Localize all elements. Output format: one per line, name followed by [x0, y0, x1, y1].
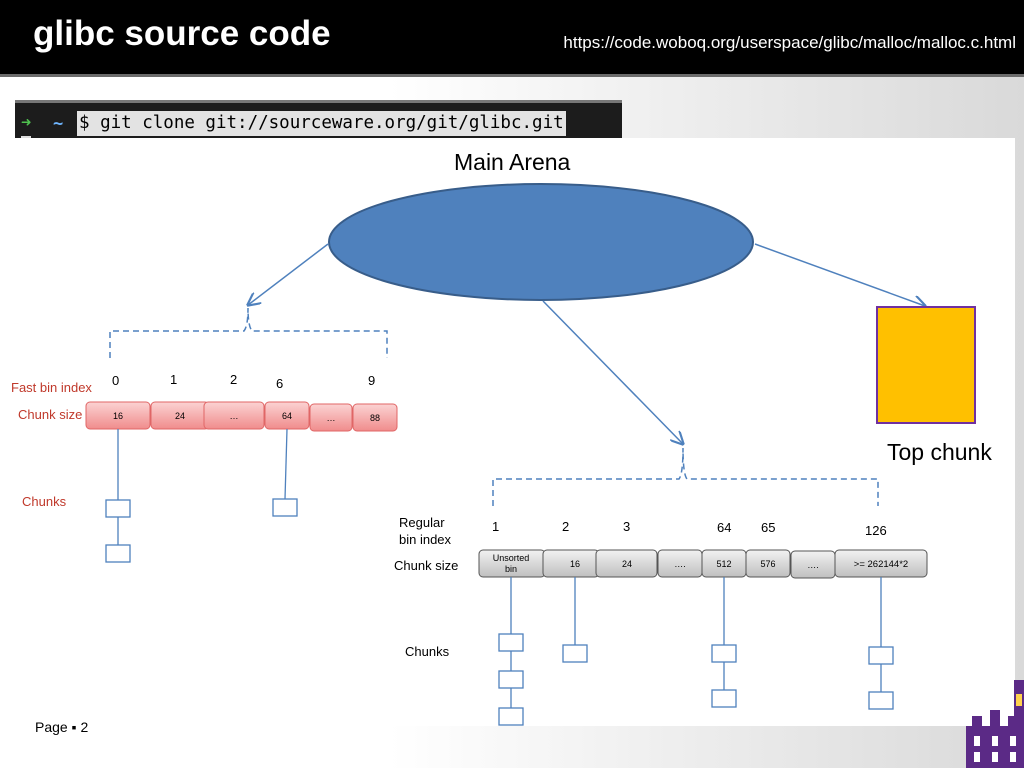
- title-bar: glibc source code https://code.woboq.org…: [0, 0, 1024, 77]
- svg-text:88: 88: [370, 413, 380, 423]
- regular-chunk-size-label: Chunk size: [394, 558, 458, 573]
- arrow-to-fast-bins: [248, 243, 329, 305]
- svg-text:16: 16: [113, 411, 123, 421]
- main-arena-diagram: Main Arena Top chunk Fast bin index Chun…: [8, 138, 1015, 726]
- regular-size-box: 16: [542, 549, 600, 578]
- git-clone-command: $ git clone git://sourceware.org/git/gli…: [77, 111, 566, 136]
- fast-size-box: …: [203, 401, 265, 430]
- regular-size-box: 512: [701, 549, 747, 578]
- fast-bin-index: 9: [368, 373, 375, 388]
- svg-text:….: ….: [674, 559, 686, 569]
- fast-bins-brace: [109, 307, 388, 358]
- main-arena-label: Main Arena: [454, 149, 571, 175]
- fast-chunks-label: Chunks: [22, 494, 67, 509]
- svg-text:…: …: [230, 411, 239, 421]
- regular-size-box: 24: [595, 549, 658, 578]
- terminal-snippet: ➜ ~ $ git clone git://sourceware.org/git…: [15, 100, 622, 141]
- fast-size-box: 88: [352, 403, 398, 432]
- svg-text:576: 576: [760, 559, 775, 569]
- page-number: Page ▪ 2: [35, 719, 89, 735]
- regular-bin-index: 3: [623, 519, 630, 534]
- regular-bin-index: 1: [492, 519, 499, 534]
- svg-text:64: 64: [282, 411, 292, 421]
- regular-chunk-chain: [498, 577, 894, 726]
- svg-text:….: ….: [807, 560, 819, 570]
- regular-bin-index: 126: [865, 523, 887, 538]
- fast-bin-index-label: Fast bin index: [11, 380, 92, 395]
- arrow-to-regular-bins: [542, 300, 683, 444]
- fast-size-box: 16: [85, 401, 151, 430]
- regular-size-box: ….: [790, 550, 836, 579]
- svg-text:>= 262144*2: >= 262144*2: [854, 559, 908, 570]
- regular-bin-index: 64: [717, 520, 731, 535]
- fast-size-box: 24: [150, 401, 210, 430]
- svg-text:512: 512: [716, 559, 731, 569]
- regular-bins-brace: [492, 447, 879, 506]
- fast-size-box: …: [309, 403, 353, 432]
- regular-size-box: 576: [745, 549, 791, 578]
- svg-text:…: …: [327, 413, 336, 423]
- regular-size-box: >= 262144*2: [834, 549, 928, 578]
- fast-bin-index: 2: [230, 372, 237, 387]
- top-chunk-box: [876, 306, 976, 424]
- regular-bin-index: 65: [761, 520, 775, 535]
- svg-text:16: 16: [570, 559, 580, 569]
- svg-text:24: 24: [622, 559, 632, 569]
- top-chunk-label: Top chunk: [887, 439, 992, 465]
- fast-bin-index: 0: [112, 373, 119, 388]
- prompt-arrow-icon: ➜: [21, 113, 32, 133]
- fast-bin-index: 6: [276, 376, 283, 391]
- svg-text:24: 24: [175, 411, 185, 421]
- prompt-tilde: ~: [53, 114, 64, 134]
- regular-size-box: ….: [657, 549, 703, 578]
- arrow-to-top-chunk: [754, 243, 925, 306]
- regular-chunks-label: Chunks: [405, 644, 450, 659]
- fast-bin-index: 1: [170, 372, 177, 387]
- main-arena-ellipse: [328, 183, 754, 301]
- source-url[interactable]: https://code.woboq.org/userspace/glibc/m…: [563, 33, 1016, 52]
- fast-chunk-size-label: Chunk size: [18, 407, 82, 422]
- fast-chunk-chain: [105, 428, 298, 563]
- slide-title: glibc source code: [33, 14, 331, 53]
- regular-bin-index: 2: [562, 519, 569, 534]
- fast-size-box: 64: [264, 401, 310, 430]
- university-logo-icon: [966, 680, 1024, 768]
